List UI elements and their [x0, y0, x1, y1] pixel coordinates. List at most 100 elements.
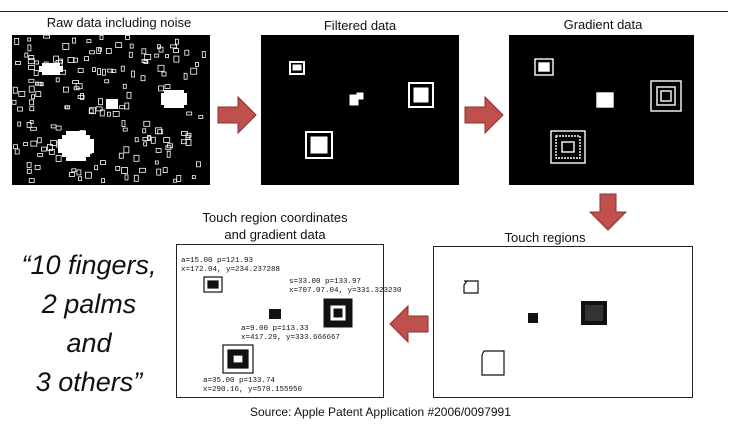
noise-speck — [86, 39, 92, 43]
touch-regions-image — [433, 246, 693, 398]
raw-noise-field — [11, 34, 206, 184]
arrow-gradient-to-regions — [588, 193, 628, 231]
noise-speck — [41, 146, 47, 152]
noise-speck — [69, 172, 75, 178]
arrow-filtered-to-gradient — [464, 95, 504, 135]
noise-speck — [166, 150, 171, 158]
annotation-1: a=15.00 p=121.93 x=172.04, y=234.237288 — [181, 257, 280, 274]
annotation-2-line2: x=707.07.04, y=331.323230 — [289, 287, 402, 295]
noise-speck — [18, 91, 26, 97]
noise-speck — [36, 137, 42, 144]
annotation-4-line1: a=35.00 p=133.74 — [203, 377, 276, 385]
noise-speck — [150, 136, 156, 144]
noise-speck — [26, 162, 32, 168]
noise-speck — [48, 149, 55, 155]
noise-speck — [26, 122, 32, 128]
coordinates-diagram: a=15.00 p=121.93 x=172.04, y=234.237288 … — [181, 257, 402, 394]
coordinates-label-line2: and gradient data — [224, 227, 326, 242]
noise-speck — [173, 48, 179, 54]
noise-speck — [94, 165, 98, 171]
quote-line-1: “10 fingers, — [21, 250, 157, 280]
noise-speck — [29, 126, 37, 131]
noise-speck — [162, 167, 168, 174]
noise-speck — [191, 175, 196, 180]
quote-line-3: and — [66, 328, 112, 358]
noise-speck — [24, 52, 29, 58]
noise-speck — [55, 77, 60, 83]
noise-speck — [157, 64, 165, 72]
noise-speck — [198, 115, 204, 119]
region-1 — [203, 276, 223, 293]
noise-speck — [34, 164, 41, 170]
noise-speck — [139, 167, 146, 173]
noise-speck — [28, 78, 35, 83]
noise-speck — [119, 105, 125, 110]
noise-speck — [102, 68, 106, 76]
noise-speck — [98, 98, 103, 106]
noise-speck — [196, 161, 201, 168]
noise-speck — [75, 83, 83, 90]
noise-speck — [67, 57, 75, 64]
noise-speck — [143, 60, 149, 65]
noise-speck — [128, 51, 133, 58]
noise-speck — [124, 174, 129, 181]
annotation-3-line2: x=417.29, y=333.666667 — [241, 334, 340, 342]
noise-speck — [12, 86, 18, 94]
noise-speck — [133, 154, 140, 162]
region-3 — [269, 309, 281, 319]
noise-speck — [176, 174, 182, 182]
noise-speck — [185, 139, 192, 146]
noise-speck — [84, 56, 89, 62]
noise-speck — [165, 145, 172, 151]
noise-speck — [111, 69, 117, 73]
annotation-2-line1: s=33.00 p=133.97 — [289, 278, 361, 286]
noise-speck — [78, 176, 82, 182]
coordinates-image: a=15.00 p=121.93 x=172.04, y=234.237288 … — [176, 244, 402, 398]
noise-speck — [174, 38, 179, 45]
noise-speck — [190, 67, 198, 75]
annotation-1-line2: x=172.04, y=234.237288 — [181, 266, 280, 274]
noise-speck — [62, 42, 70, 50]
noise-speck — [158, 46, 164, 53]
noise-speck — [34, 60, 40, 65]
touch-regions-shapes — [463, 280, 607, 376]
noise-speck — [28, 85, 35, 93]
noise-speck — [181, 131, 188, 136]
noise-speck — [28, 178, 35, 184]
noise-speck — [73, 57, 78, 63]
filtered-data-label: Filtered data — [323, 18, 397, 33]
noise-speck — [17, 106, 23, 112]
filtered-blobs — [289, 61, 434, 159]
noise-speck — [77, 95, 85, 99]
noise-speck — [89, 50, 95, 55]
noise-speck — [161, 71, 167, 77]
touch-regions-label: Touch regions — [504, 230, 586, 245]
annotation-2: s=33.00 p=133.97 x=707.07.04, y=331.3232… — [289, 278, 402, 295]
noise-speck — [107, 111, 111, 117]
noise-speck — [154, 53, 160, 58]
noise-speck — [72, 80, 79, 84]
noise-speck — [80, 93, 84, 100]
noise-speck — [13, 144, 19, 150]
noise-speck — [50, 124, 57, 129]
noise-speck — [50, 140, 58, 146]
noise-speck — [55, 155, 62, 162]
noise-speck — [33, 70, 39, 76]
source-caption: Source: Apple Patent Application #2006/0… — [250, 405, 511, 419]
noise-speck — [35, 91, 42, 97]
raw-blob-bottom — [58, 131, 94, 161]
noise-speck — [158, 85, 165, 92]
noise-speck — [85, 171, 92, 179]
noise-speck — [129, 43, 134, 49]
top-rule — [0, 11, 728, 12]
noise-speck — [124, 102, 130, 110]
noise-speck — [133, 174, 139, 182]
raw-data-image — [11, 34, 210, 185]
noise-speck — [155, 148, 162, 153]
noise-speck — [157, 129, 164, 135]
noise-speck — [143, 141, 148, 147]
noise-speck — [92, 67, 96, 72]
noise-speck — [144, 53, 152, 60]
raw-blob-center — [106, 99, 118, 109]
noise-speck — [27, 37, 32, 42]
